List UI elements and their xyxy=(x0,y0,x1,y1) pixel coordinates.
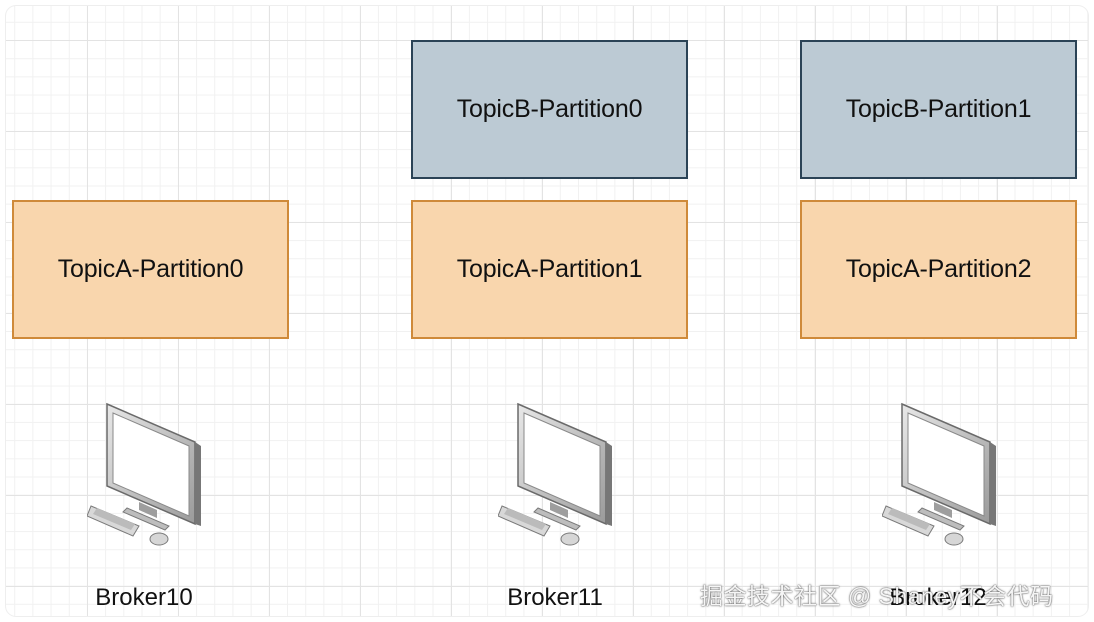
topica-partition2-label: TopicA-Partition2 xyxy=(845,255,1032,283)
topica-partition2-box: TopicA-Partition2 xyxy=(800,200,1077,339)
desktop-computer-icon xyxy=(87,402,201,546)
topica-partition1-label: TopicA-Partition1 xyxy=(456,255,643,283)
topicb-partition0-label: TopicB-Partition0 xyxy=(456,95,643,123)
desktop-computer-icon xyxy=(498,402,612,546)
topica-partition0-label: TopicA-Partition0 xyxy=(57,255,244,283)
broker10-label: Broker10 xyxy=(95,584,193,611)
topicb-partition1-box: TopicB-Partition1 xyxy=(800,40,1077,179)
broker12-label: Broker12 xyxy=(889,584,987,611)
broker11-label: Broker11 xyxy=(507,584,603,611)
watermark-text: 掘金技术社区 @ Shaney不会代码 xyxy=(700,583,1054,609)
topicb-partition1-label: TopicB-Partition1 xyxy=(845,95,1032,123)
topica-partition1-box: TopicA-Partition1 xyxy=(411,200,688,339)
desktop-computer-icon xyxy=(882,402,996,546)
topica-partition0-box: TopicA-Partition0 xyxy=(12,200,289,339)
topicb-partition0-box: TopicB-Partition0 xyxy=(411,40,688,179)
